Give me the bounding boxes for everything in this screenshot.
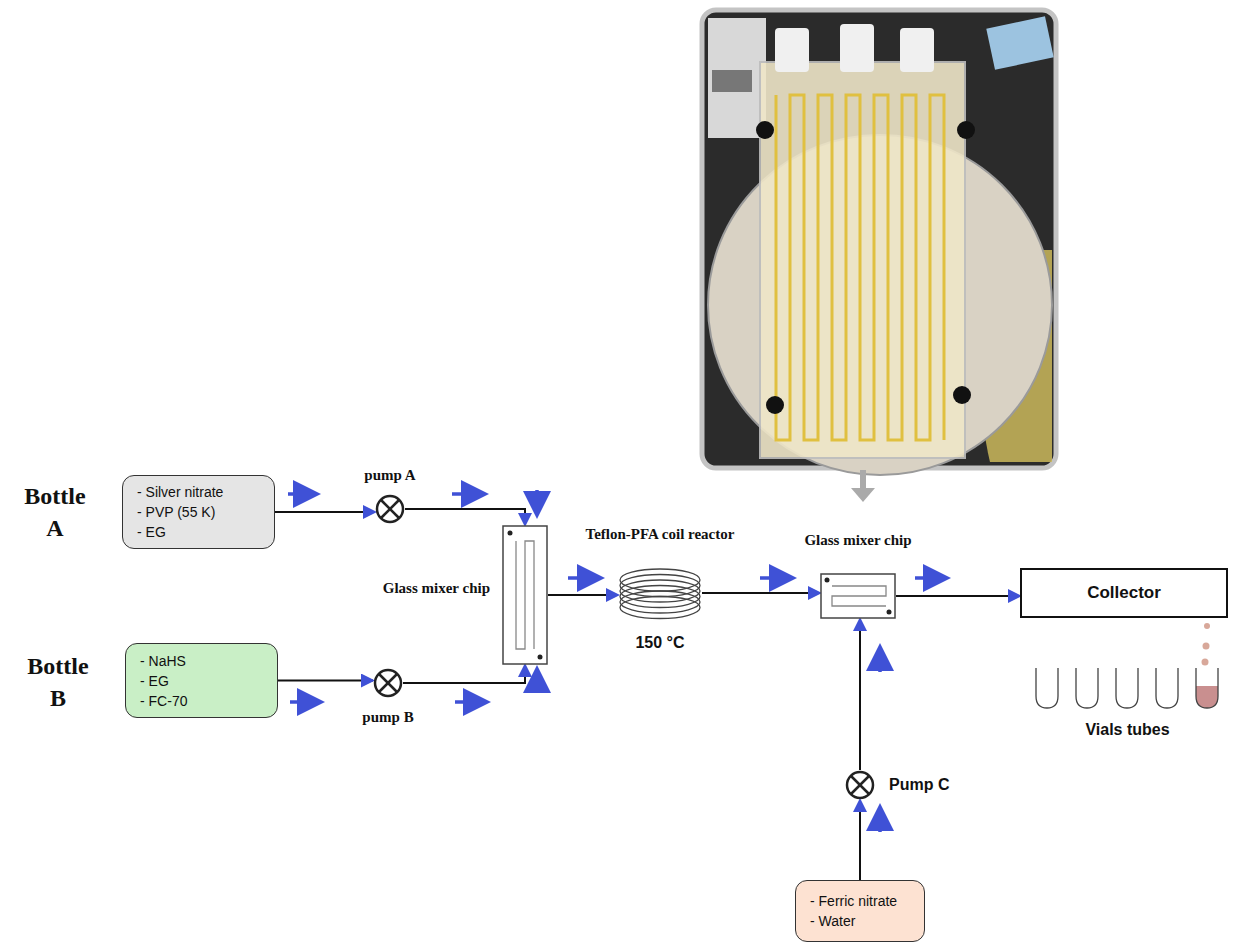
vial-tubes: Vials tubes: [1035, 640, 1220, 710]
flow-line: [859, 619, 861, 770]
flow-line: [278, 680, 373, 682]
mixerV-drawing: [502, 525, 548, 665]
mixer-chip: Glass mixer chip: [820, 573, 896, 619]
node-text: - NaHS: [140, 651, 263, 671]
bottle-box: Bottle A- Silver nitrate- PVP (55 K)- EG: [122, 475, 275, 549]
node-text: - PVP (55 K): [137, 502, 260, 522]
node-heading: Glass mixer chip: [804, 531, 911, 549]
flow-line: [405, 509, 525, 525]
pump-symbol: pump B: [373, 668, 403, 698]
node-heading: Glass mixer chip: [383, 579, 490, 597]
node-heading: Teflon-PFA coil reactor: [586, 525, 735, 543]
node-text: - FC-70: [140, 691, 263, 711]
collector-box: Collector: [1020, 568, 1228, 618]
node-heading: Bottle A: [15, 480, 95, 544]
node-text: - Ferric nitrate: [810, 891, 910, 911]
flow-line: [702, 592, 820, 594]
node-text: - Water: [810, 911, 910, 931]
pump-drawing: [373, 668, 403, 698]
node-heading: pump A: [364, 466, 415, 484]
node-heading: Vials tubes: [1085, 720, 1169, 740]
mixerH-drawing: [820, 573, 896, 619]
coil-reactor: Teflon-PFA coil reactor150 °C: [618, 565, 702, 621]
pump-drawing: [845, 770, 875, 800]
node-heading: Pump C: [889, 775, 949, 795]
coil-drawing: [618, 565, 702, 621]
pump-drawing: [375, 494, 405, 524]
node-heading: Bottle B: [18, 650, 98, 714]
node-heading: 150 °C: [635, 633, 684, 653]
pump-symbol: Pump C: [845, 770, 875, 800]
flow-line: [275, 511, 375, 513]
pump-symbol: pump A: [375, 494, 405, 524]
flow-line: [896, 595, 1020, 597]
flow-line: [859, 800, 861, 880]
bottle-box: Bottle B- NaHS- EG- FC-70: [125, 643, 278, 718]
node-text: - EG: [140, 671, 263, 691]
flow-line: [548, 594, 618, 596]
flow-line: [403, 665, 525, 683]
vials-drawing: [1035, 640, 1220, 710]
node-text: - Silver nitrate: [137, 482, 260, 502]
node-text: Collector: [1087, 582, 1161, 604]
node-heading: pump B: [362, 708, 413, 726]
node-text: - EG: [137, 522, 260, 542]
reagent-box: - Ferric nitrate- Water: [795, 880, 925, 942]
mixer-chip: Glass mixer chip: [502, 525, 548, 665]
